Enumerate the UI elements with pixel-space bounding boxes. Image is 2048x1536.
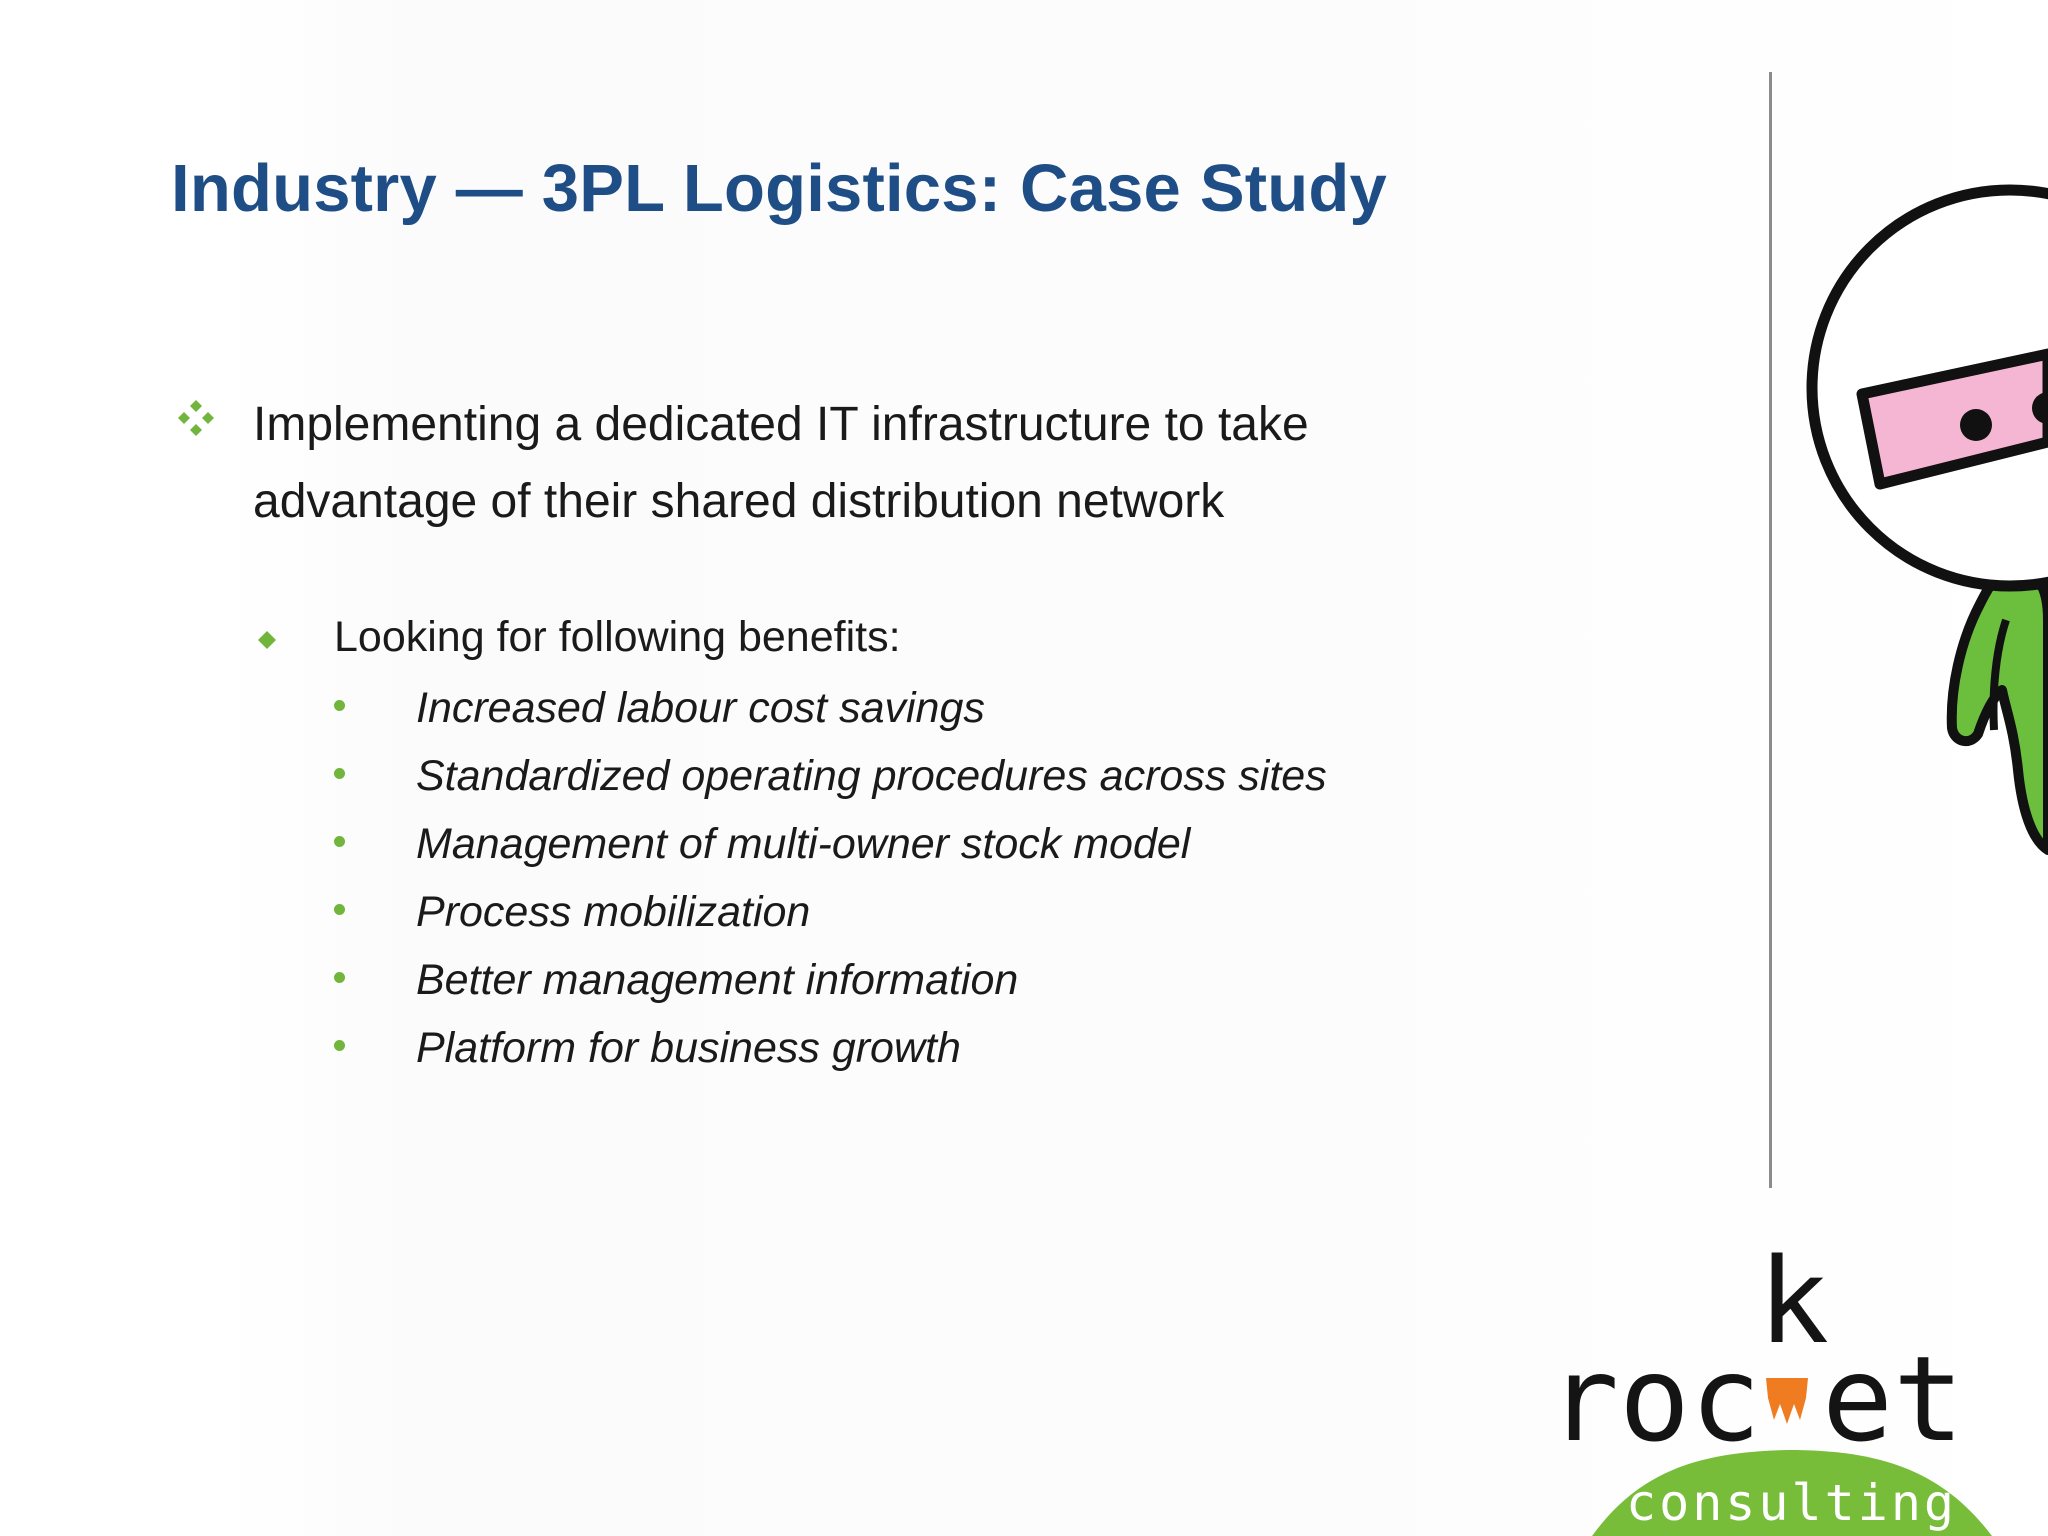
benefit-text: Increased labour cost savings: [416, 684, 985, 732]
slide-title: Industry — 3PL Logistics: Case Study: [171, 151, 1387, 226]
diamond-bullet-icon: [258, 631, 276, 649]
benefit-text: Management of multi-owner stock model: [416, 820, 1191, 868]
four-diamond-bullet-icon: [178, 400, 214, 436]
dot-bullet-icon: [334, 836, 345, 847]
benefit-text: Process mobilization: [416, 888, 811, 936]
logo-wordmark-left: roc: [1548, 1330, 1761, 1468]
vertical-divider: [1769, 72, 1772, 1188]
dot-bullet-icon: [334, 1040, 345, 1051]
main-point-text: Implementing a dedicated IT infrastructu…: [253, 398, 1309, 528]
dot-bullet-icon: [334, 972, 345, 983]
dot-bullet-icon: [334, 700, 345, 711]
logo-tagline: consulting: [1626, 1474, 1957, 1532]
benefit-text: Better management information: [416, 956, 1019, 1004]
benefit-text: Platform for business growth: [416, 1024, 961, 1072]
dot-bullet-icon: [334, 904, 345, 915]
logo-wordmark-k: k: [1758, 1232, 1829, 1370]
benefit-text: Standardized operating procedures across…: [416, 752, 1327, 800]
rocket-mascot-illustration: [1806, 184, 2048, 855]
rocket-consulting-logo: roc k et consulting: [1548, 1232, 1992, 1536]
sub-point-text: Looking for following benefits:: [334, 613, 901, 661]
logo-wordmark-right: et: [1822, 1330, 1964, 1468]
dot-bullet-icon: [334, 768, 345, 779]
